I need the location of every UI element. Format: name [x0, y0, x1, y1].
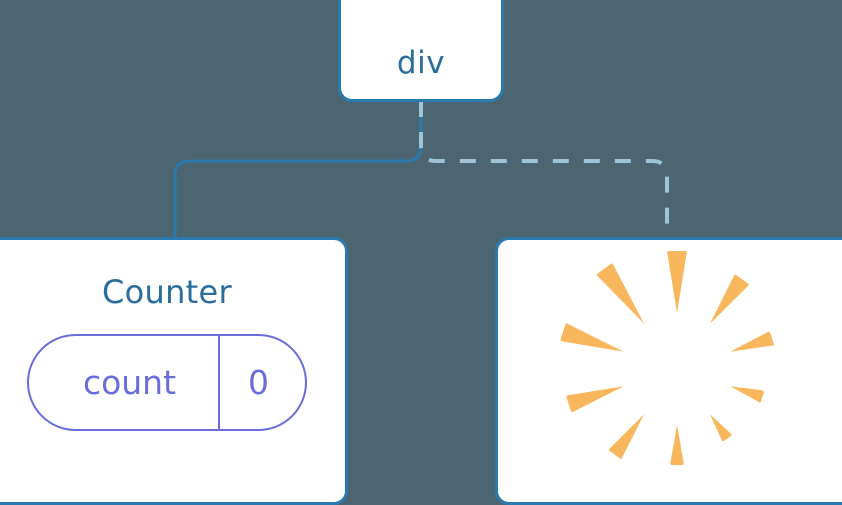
state-key: count [82, 363, 177, 402]
edge-div-to-counter [173, 101, 423, 240]
loading-spinner-icon [552, 244, 802, 494]
node-div-label: div [396, 45, 446, 81]
node-loading[interactable] [495, 237, 842, 505]
state-pill[interactable]: count 0 [26, 334, 308, 431]
edge-div-to-loading [419, 101, 669, 240]
state-value: 0 [218, 336, 305, 429]
node-counter[interactable]: Counter count 0 [0, 237, 348, 505]
spinner-wrap [498, 240, 842, 502]
node-counter-title: Counter [102, 273, 232, 311]
node-div[interactable]: div [338, 0, 504, 102]
